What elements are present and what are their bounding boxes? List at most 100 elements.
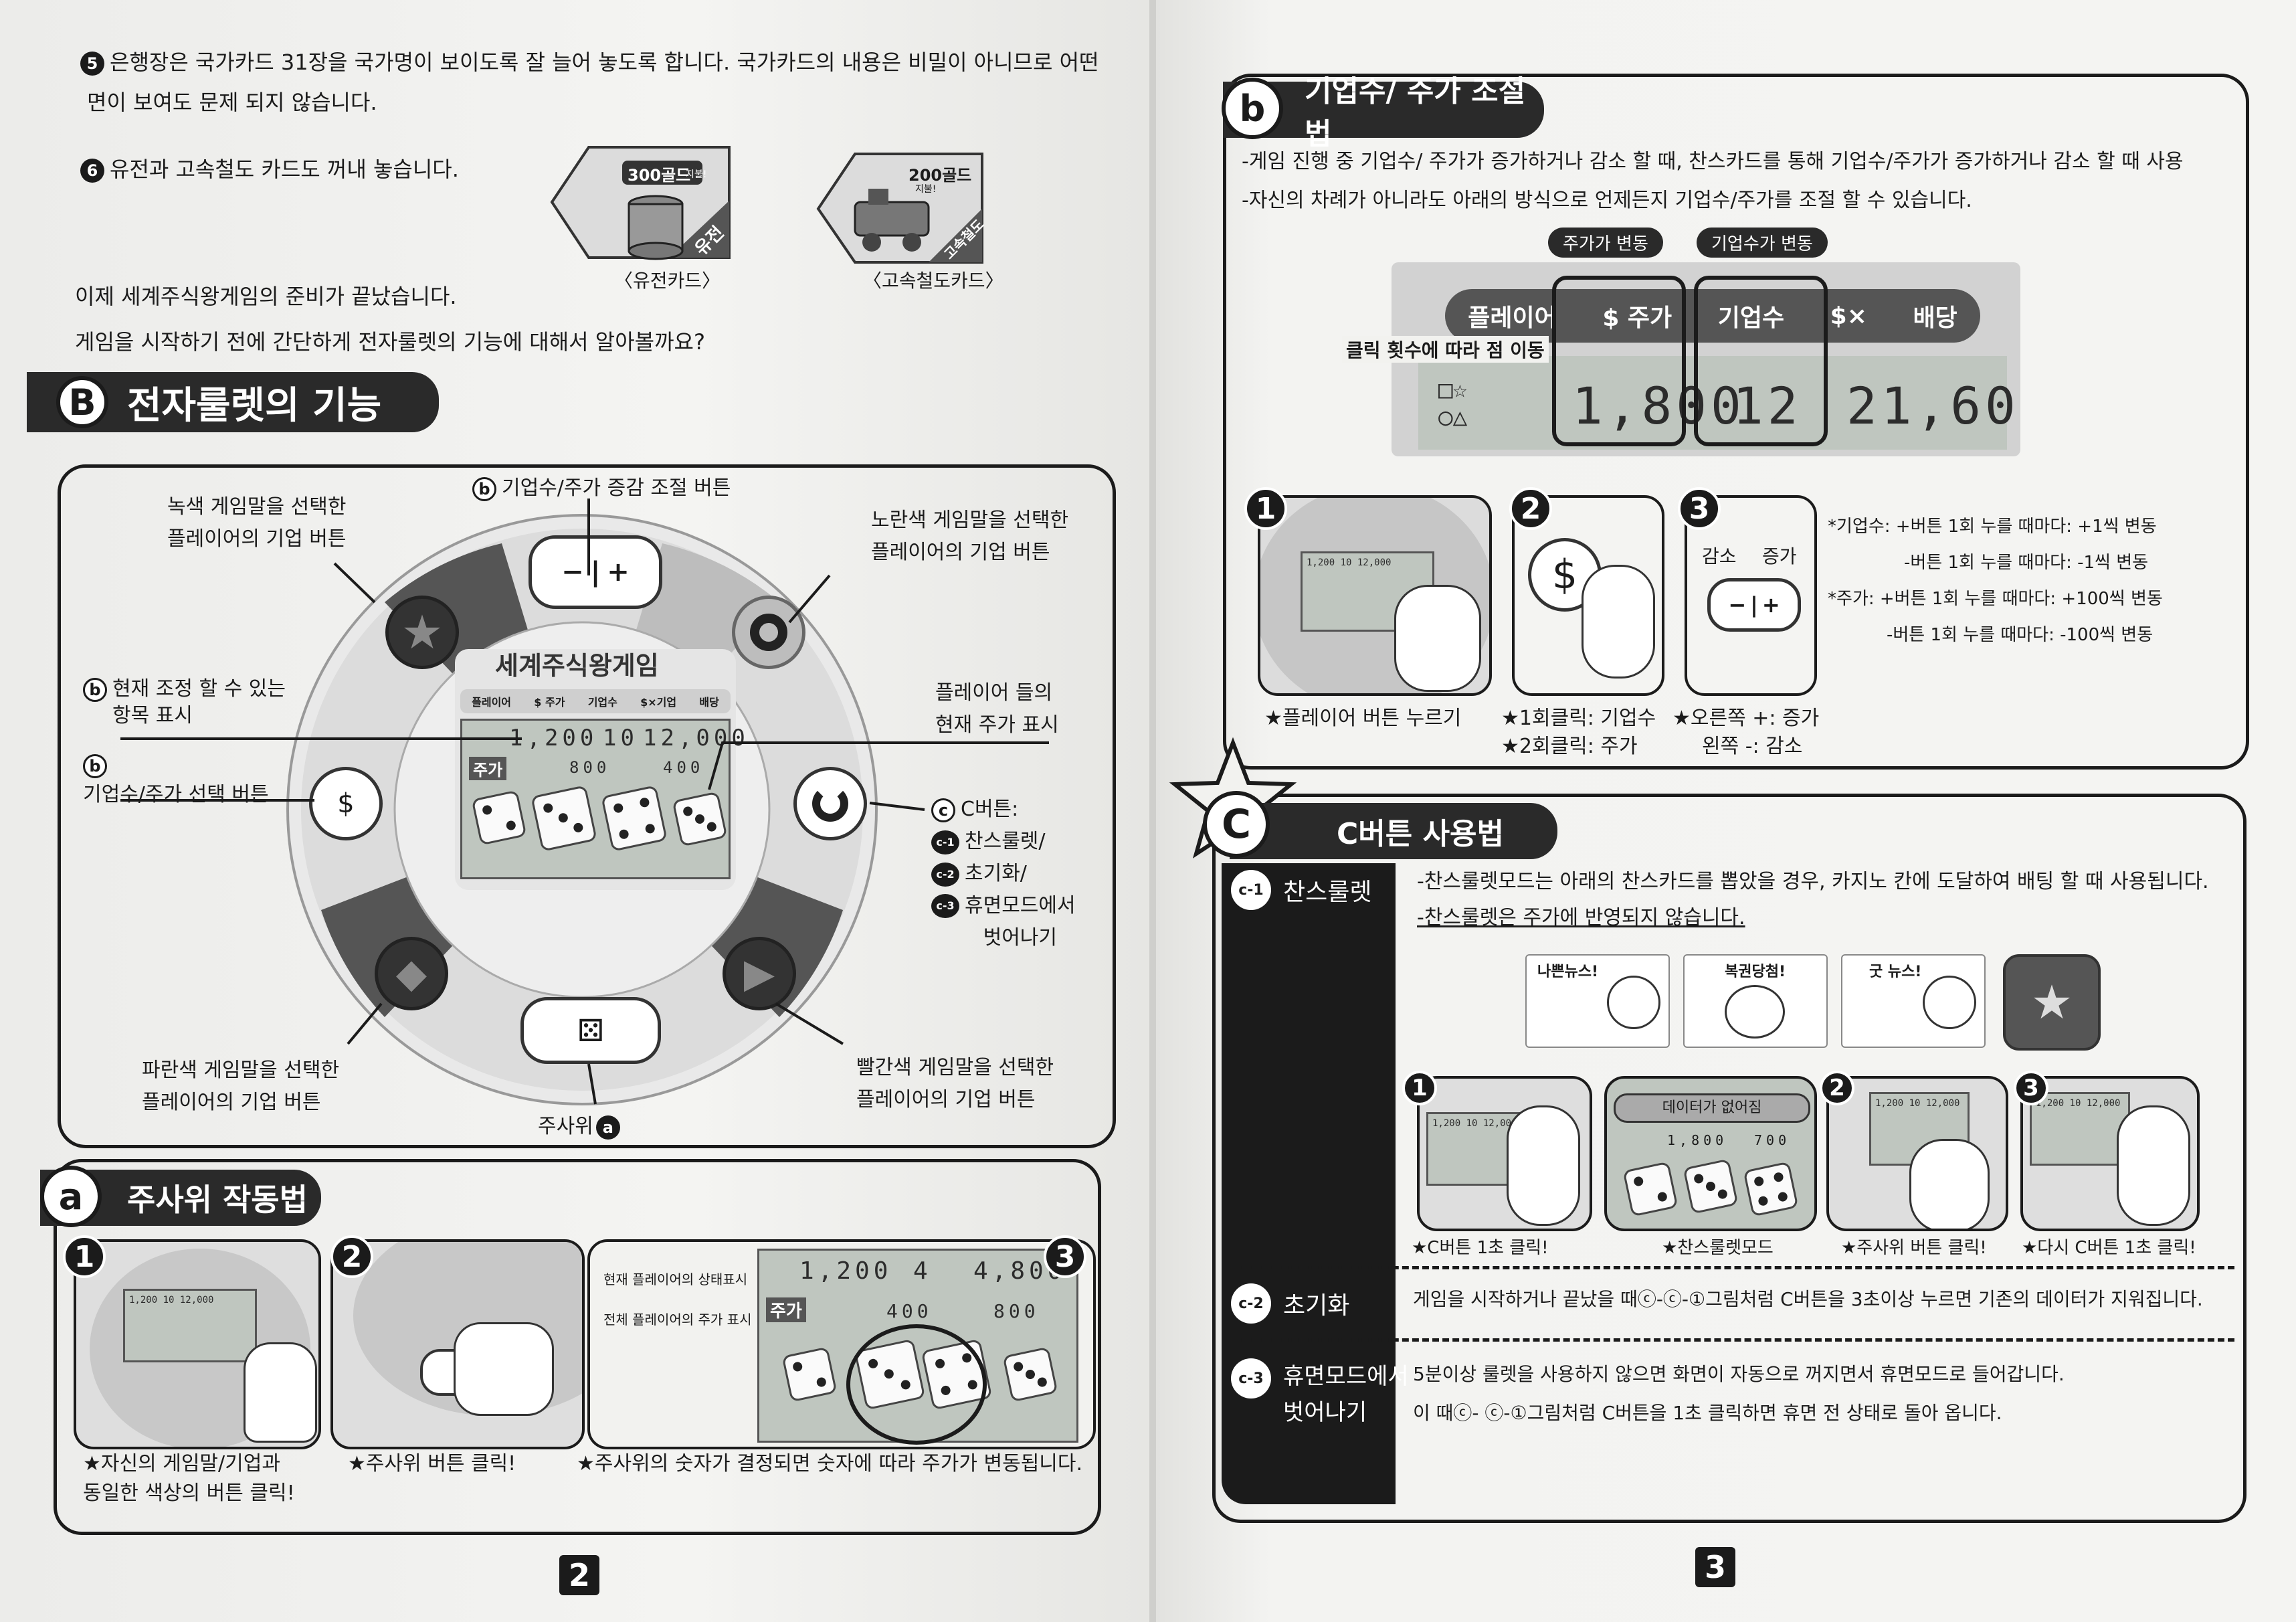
callout-green: 녹색 게임말을 선택한 플레이어의 기업 버튼	[167, 491, 346, 555]
dollar-icon: $	[1551, 551, 1578, 598]
a-step1-caption: ★자신의 게임말/기업과 동일한 색상의 버튼 클릭!	[83, 1452, 295, 1505]
c1-title-badge: c-1	[1231, 870, 1271, 910]
zoom-companies-highlight	[1694, 276, 1828, 446]
section-a-letter: a	[40, 1166, 102, 1227]
ready-line1: 이제 세계주식왕게임의 준비가 끝났습니다.	[75, 284, 457, 309]
separator-icon: |	[590, 557, 601, 588]
c1-dice-3	[1743, 1161, 1799, 1217]
b2-step2-hand	[1582, 565, 1655, 679]
a-lcd-p3: 800	[993, 1300, 1040, 1322]
callout-lines	[120, 499, 1049, 1105]
yellow-player-button[interactable]	[732, 596, 805, 669]
ready-line2: 게임을 시작하기 전에 간단하게 전자룰렛의 기능에 대해서 알아볼까요?	[75, 329, 705, 355]
c1-step1: 1,200 10 12,000	[1417, 1076, 1592, 1231]
red-player-button[interactable]: ▶	[723, 937, 796, 1010]
c1-desc1: -찬스룰렛모드는 아래의 찬스카드를 뽑았을 경우, 카지노 칸에 도달하여 배…	[1417, 870, 2209, 893]
zoom-price-highlight	[1552, 276, 1686, 446]
c-divider-1	[1231, 1266, 2234, 1269]
tag-price-change: 주가가 변동	[1548, 228, 1663, 258]
a-lcd-price: 1,200	[799, 1257, 892, 1285]
oil-card-sub: 지불!	[686, 169, 707, 180]
section-a-title: 주사위 작동법	[127, 1182, 308, 1218]
game-logo: 세계주식왕게임	[495, 651, 659, 681]
a-step2-num: 2	[330, 1235, 373, 1278]
c1-step3-num: 3	[2014, 1071, 2048, 1105]
zoom-header-dividend: 배당	[1913, 304, 1957, 332]
right-page: 기업수/ 주가 조절법 b -게임 진행 중 기업수/ 주가가 증가하거나 감소…	[1156, 0, 2296, 1622]
a-lcd-p2: 400	[886, 1300, 933, 1322]
a-dice-1	[781, 1346, 838, 1403]
blue-player-button[interactable]: ◆	[375, 937, 448, 1010]
c1-step3: 1,200 10 12,000	[2020, 1076, 2200, 1231]
roulette-figure-box	[58, 464, 1116, 1148]
c2-title-badge: c-2	[1231, 1283, 1271, 1324]
dice-icon: ⚄	[577, 1012, 604, 1049]
c1-mini-lcd-2: 700	[1754, 1132, 1791, 1148]
c3-desc2: 이 때ⓒ- ⓒ-①그림처럼 C버튼을 1초 클릭하면 휴면 전 상태로 돌아 옵…	[1413, 1402, 2002, 1424]
setup-step6-text: 유전과 고속철도 카드도 꺼내 놓습니다.	[110, 157, 459, 182]
callout-players-price: 플레이어 들의 현재 주가 표시	[935, 677, 1059, 741]
c1-step2-hand	[1909, 1139, 1990, 1229]
header-dividend: 배당	[699, 696, 719, 709]
a-step3-num: 3	[1044, 1235, 1086, 1278]
rail-card: 200골드 지불! 고속철도	[815, 149, 989, 269]
c-button-label: C버튼:	[961, 798, 1019, 821]
b2-desc2: -자신의 차례가 아니라도 아래의 방식으로 언제든지 기업수/주가를 조절 할…	[1242, 189, 1972, 212]
b2-dollar-button: $	[1528, 538, 1602, 612]
c1-desc2: -찬스룰렛은 주가에 반영되지 않습니다.	[1417, 906, 1745, 929]
dot-note: 클릭 횟수에 따라 점 이동	[1342, 336, 1549, 363]
roulette-screen: 세계주식왕게임 플레이어 $ 주가 기업수 $×기업 배당 1,200 10 1…	[455, 649, 745, 890]
setup-step5-text: 은행장은 국가카드 31장을 국가명이 보이도록 잘 늘어 놓도록 합니다. 국…	[110, 50, 1099, 75]
step5-badge: 5	[80, 52, 104, 76]
casino-slot-card: ★	[2003, 954, 2101, 1051]
a-lcd-companies: 4	[913, 1257, 932, 1285]
lcd-price: 1,200	[509, 725, 598, 751]
callout-green-text: 녹색 게임말을 선택한 플레이어의 기업 버튼	[167, 495, 347, 551]
green-player-button[interactable]: ★	[385, 596, 459, 669]
c2-badge: c-2	[931, 862, 959, 887]
c1-label: 찬스룰렛/	[965, 830, 1046, 853]
dice-button[interactable]: ⚄	[520, 997, 661, 1064]
select-toggle-button[interactable]: $	[309, 767, 383, 840]
callout-current-badge: b	[83, 677, 107, 702]
b2-step3-dec: 감소	[1702, 545, 1737, 567]
a-step3-caption: ★주사위의 숫자가 결정되면 숫자에 따라 주가가 변동됩니다.	[577, 1452, 1083, 1475]
callout-select-badge: b	[83, 753, 107, 778]
callout-dice-badge: a	[595, 1115, 620, 1140]
b2-step1-num: 1	[1244, 487, 1287, 530]
setup-step5-cont: 면이 보여도 문제 되지 않습니다.	[87, 90, 377, 115]
c3-desc1: 5분이상 룰렛을 사용하지 않으면 화면이 자동으로 꺼지면서 휴면모드로 들어…	[1413, 1363, 2065, 1385]
good-card-wheel-icon	[1923, 976, 1976, 1029]
chance-card-lottery: 복권당첨!	[1683, 954, 1828, 1048]
bad-card-wheel-icon	[1607, 976, 1660, 1029]
header-price: $ 주가	[534, 696, 565, 709]
c1-step2-num: 2	[1820, 1071, 1854, 1105]
b2-plusminus: −|+	[1707, 578, 1801, 632]
callout-dice-text: 주사위	[538, 1115, 593, 1138]
tag-companies-change: 기업수가 변동	[1697, 228, 1828, 258]
zoom-value: 21,600	[1846, 376, 2020, 436]
b2-step3: 감소 증가 −|+	[1685, 495, 1817, 696]
section-c-letter: C	[1203, 791, 1270, 858]
circle-icon	[750, 614, 787, 651]
lcd-zoom: 플레이어 $ 주가 기업수 $× 배당 □☆○△ 1,800 12 21,600	[1392, 262, 2020, 456]
section-b2-letter: b	[1222, 78, 1283, 139]
callout-players-price-text: 플레이어 들의 현재 주가 표시	[935, 681, 1059, 737]
zoom-player-icons: □☆○△	[1438, 376, 1468, 431]
c3-title-line2: 벗어나기	[1283, 1399, 1367, 1426]
b2-note-1: *기업수: +버튼 1회 누를 때마다: +1씩 변동	[1828, 517, 2157, 537]
plus-minus-button[interactable]: −|+	[529, 535, 662, 609]
lcd-zoom-screen: □☆○△ 1,800 12 21,600	[1418, 356, 2020, 450]
c-button[interactable]	[793, 767, 867, 840]
section-c-title: C버튼 사용법	[1337, 817, 1505, 851]
screen-lcd: 1,200 10 12,000 주가 800 400	[460, 719, 745, 879]
zoom-companies: 12	[1733, 376, 1802, 436]
c1-step3-screen: 1,200 10 12,000	[2030, 1092, 2130, 1166]
b2-step3-caption1: ★오른쪽 +: 증가	[1672, 707, 1820, 730]
c1-badge: c-1	[931, 830, 959, 854]
callout-current-text: 현재 조정 할 수 있는 항목 표시	[112, 677, 286, 727]
